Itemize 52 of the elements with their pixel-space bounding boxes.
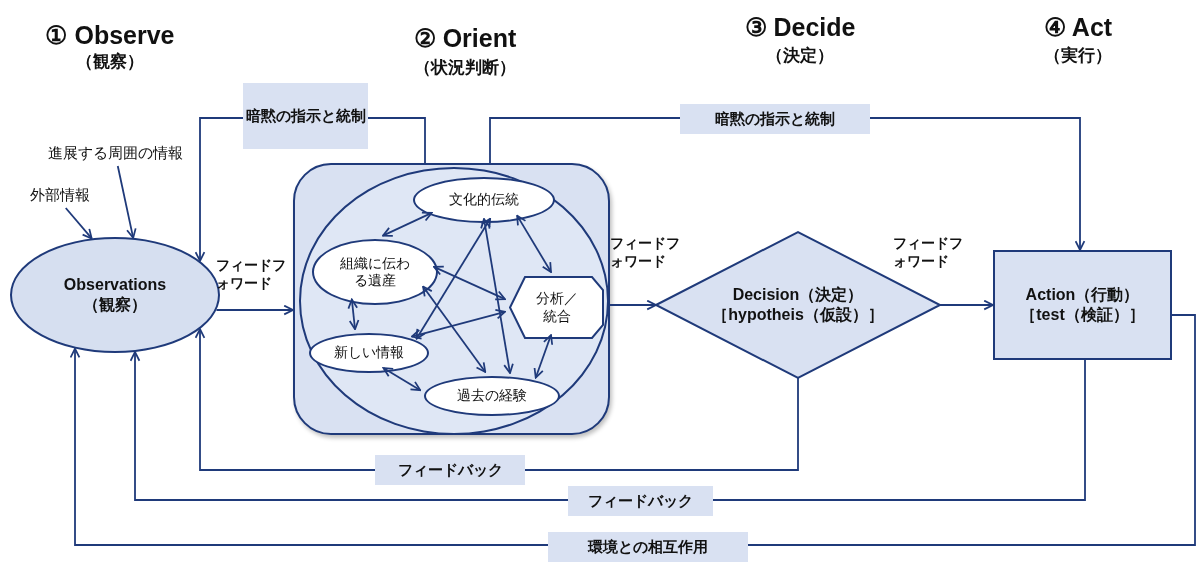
edge-label: フィードバック <box>568 486 713 516</box>
stage-title: ③ Decide <box>743 11 857 43</box>
stage-subtitle: （決定） <box>765 44 835 67</box>
input-label: 進展する周囲の情報 <box>40 140 190 166</box>
arrow <box>215 304 294 316</box>
node-text: 過去の経験 <box>457 387 527 405</box>
edge-label: フィードバック <box>375 455 525 485</box>
stage-title: ① Observe <box>44 19 176 51</box>
arrow <box>939 299 994 311</box>
arrow <box>609 299 657 311</box>
edge-label: 環境との相互作用 <box>548 532 748 562</box>
double-arrow <box>347 298 360 331</box>
node-text: Action（行動） <box>1025 285 1140 305</box>
arrow <box>489 117 1086 251</box>
double-arrow <box>382 211 433 237</box>
stage-subtitle: （観察） <box>75 50 145 73</box>
node-text: ［hypotheis（仮設）］ <box>712 305 884 325</box>
double-arrow <box>516 214 552 273</box>
action-box <box>993 250 1172 360</box>
double-arrow <box>411 308 506 340</box>
stage-subtitle: （実行） <box>1043 44 1113 67</box>
arrow <box>194 117 426 262</box>
edge-label: 暗黙の指示と統制 <box>243 83 368 149</box>
edge-label: フィードフォワード <box>610 233 681 271</box>
node-text: Observations <box>63 275 167 295</box>
input-label: 外部情報 <box>12 182 107 208</box>
factor-ellipse <box>312 239 438 305</box>
double-arrow <box>433 265 506 301</box>
double-arrow <box>382 367 422 392</box>
arrow <box>129 351 1086 501</box>
arrow <box>64 207 93 240</box>
edge-label: 暗黙の指示と統制 <box>680 104 870 134</box>
edge-label: フィードフォワード <box>893 233 964 271</box>
arrow <box>194 328 799 471</box>
factor-ellipse <box>309 333 429 373</box>
arrow <box>116 165 137 239</box>
node-text: （観察） <box>83 295 147 315</box>
node-text: 文化的伝統 <box>449 191 519 209</box>
edge-label: フィードフォワード <box>216 255 287 293</box>
stage-title: ④ Act <box>1042 11 1114 43</box>
stage-subtitle: （状況判断） <box>413 56 517 79</box>
node-text: ［test（検証）］ <box>1020 305 1145 325</box>
arrow <box>69 314 1196 546</box>
double-arrow <box>533 334 554 379</box>
double-arrow <box>480 218 514 374</box>
node-text: Decision（決定） <box>732 285 864 305</box>
node-text: 新しい情報 <box>334 344 404 362</box>
double-arrow <box>422 285 487 373</box>
double-arrow <box>415 217 492 340</box>
stage-title: ② Orient <box>412 22 518 54</box>
node-text: 組織に伝わる遺産 <box>339 254 411 290</box>
node-text: 分析／統合 <box>534 290 579 325</box>
